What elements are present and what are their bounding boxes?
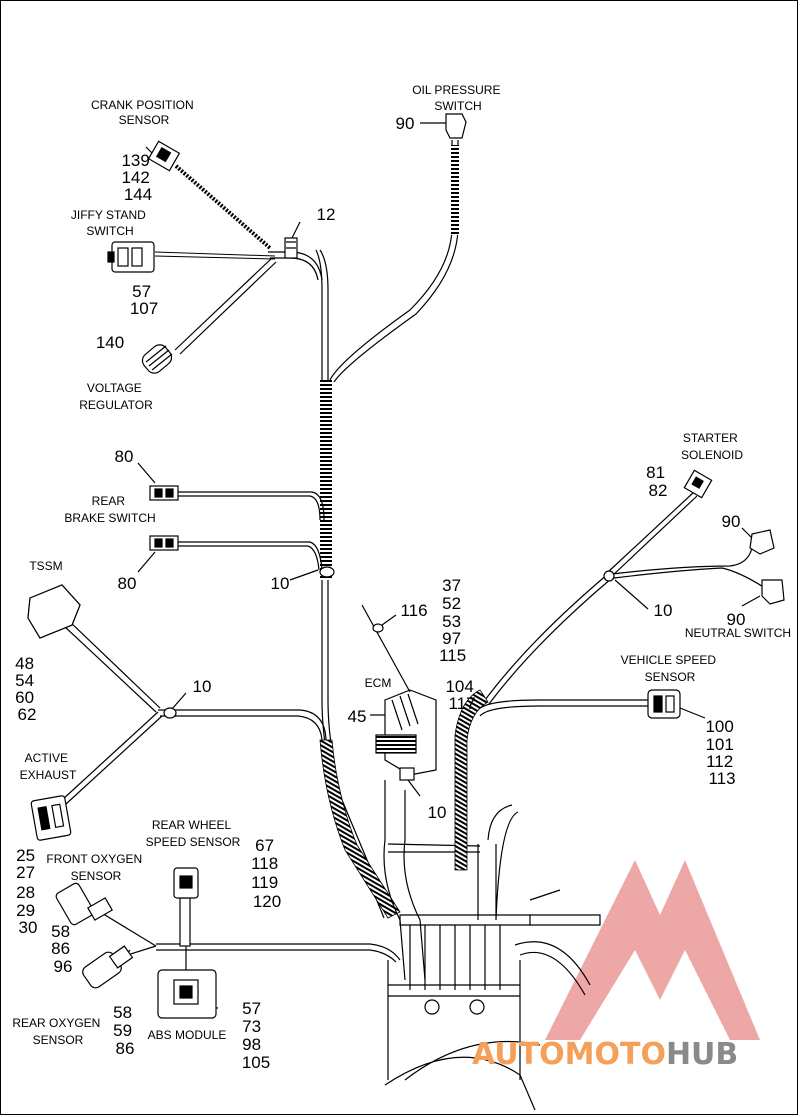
callout-brake-lower: 80	[118, 574, 137, 593]
callout-oil-pressure: 90	[396, 114, 415, 133]
brake-switch-wire-lower	[178, 541, 323, 571]
crank-position-sensor-connector	[147, 140, 181, 172]
callout-clip-left: 10	[193, 677, 212, 696]
crank-wire	[174, 164, 272, 250]
callout-clip-ecm: 10	[428, 803, 447, 822]
jiffy-stand-switch-label: JIFFY STAND SWITCH	[71, 208, 149, 238]
vehicle-speed-sensor-connector	[647, 689, 681, 719]
callout-brake-upper: 80	[115, 447, 134, 466]
abs-module-label: ABS MODULE	[148, 1028, 227, 1042]
vehicle-speed-sensor-label: VEHICLE SPEED SENSOR	[621, 653, 720, 684]
callout-rear-oxygen: 58 59 86	[113, 1003, 137, 1058]
voltage-regulator-connector	[141, 344, 173, 374]
front-oxygen-sensor-connector	[55, 882, 113, 926]
clip-mid	[319, 566, 335, 578]
neutral-switch-terminal-upper	[749, 529, 775, 555]
rear-oxygen-sensor-label: REAR OXYGEN SENSOR	[12, 1016, 103, 1047]
clip-left	[163, 707, 177, 719]
lower-harness-wire	[156, 943, 401, 961]
tssm-module	[27, 584, 81, 639]
conduit-lower	[319, 739, 401, 919]
rear-brake-switch-connector-lower	[149, 535, 179, 551]
callout-front-oxygen: 58 86 96	[51, 922, 75, 976]
callout-starter: 81 82	[646, 463, 670, 500]
callout-clip-right: 10	[654, 601, 673, 620]
callout-abs-module: 57 73 98 105	[242, 999, 270, 1072]
rear-oxygen-sensor-connector	[82, 945, 134, 989]
oil-pressure-switch-label: OIL PRESSURE SWITCH	[412, 83, 504, 113]
callout-clip-mid: 10	[271, 574, 290, 593]
tssm-label: TSSM	[29, 559, 62, 573]
front-oxygen-sensor-label: FRONT OXYGEN SENSOR	[46, 852, 145, 883]
rear-brake-switch-connector-upper	[149, 485, 179, 501]
right-branch-wire	[484, 573, 609, 701]
starter-solenoid-label: STARTER SOLENOID	[681, 431, 743, 462]
starter-solenoid-connector	[683, 469, 713, 499]
ecm-harness	[383, 780, 406, 981]
main-trunk	[319, 249, 391, 916]
rear-wheel-speed-sensor-label: REAR WHEEL SPEED SENSOR	[146, 818, 241, 849]
watermark-text: AUTOMOTOHUB	[472, 1037, 738, 1072]
conduit-upper	[320, 380, 332, 580]
clip-top	[284, 237, 298, 259]
oil-pressure-wire	[329, 140, 453, 381]
neutral-switch-terminal-lower	[761, 579, 785, 605]
callout-ecm: 45	[348, 707, 367, 726]
ecm-mount-strap	[361, 604, 411, 693]
left-branch-wire	[158, 709, 327, 741]
tssm-wire	[67, 619, 161, 709]
callout-vehicle-speed: 100 101 112 113	[705, 717, 738, 788]
bottom-bracket	[387, 960, 521, 1080]
active-exhaust-connector	[30, 795, 72, 841]
brake-switch-wire-upper	[178, 491, 325, 521]
watermark-logo	[545, 860, 760, 1040]
vehicle-speed-wire	[477, 699, 648, 711]
jiffy-stand-switch-connector	[107, 241, 155, 273]
voltage-regulator-label: VOLTAGE REGULATOR	[79, 381, 153, 412]
callout-ecm-mount: 116	[400, 601, 427, 620]
neutral-wire-lower	[613, 567, 766, 589]
voltage-regulator-wire	[174, 257, 273, 351]
rear-brake-switch-label: REAR BRAKE SWITCH	[64, 494, 155, 525]
callout-jiffy: 57 107	[130, 282, 158, 318]
callout-active-exhaust: 25 27 28 29 30	[16, 846, 40, 937]
starter-wire	[607, 491, 695, 573]
ecm-module	[375, 689, 437, 781]
crank-position-sensor-label: CRANK POSITION SENSOR	[91, 98, 197, 127]
callout-voltage-regulator: 140	[96, 333, 124, 352]
clip-right	[603, 570, 615, 582]
callout-ecm-refs: 37 52 53 97 115 104 117	[439, 576, 478, 713]
neutral-switch-label: NEUTRAL SWITCH	[685, 626, 791, 640]
callout-crank: 139 142 144	[121, 151, 154, 204]
right-conduit	[454, 689, 489, 871]
ecm-label: ECM	[365, 676, 392, 690]
rear-wheel-speed-sensor-connector	[173, 867, 199, 899]
neutral-wire-upper	[611, 547, 753, 575]
callout-neutral-upper: 90	[722, 512, 741, 531]
callout-clip-top: 12	[317, 205, 336, 224]
oil-pressure-switch-connector	[445, 113, 467, 139]
active-exhaust-label: ACTIVE EXHAUST	[20, 751, 77, 782]
callout-rear-wheel-speed: 67 118 119 120	[251, 836, 283, 911]
front-oxygen-wire	[99, 911, 157, 947]
active-exhaust-wire	[61, 711, 159, 801]
callout-neutral-lower: 90	[727, 610, 746, 629]
abs-module	[157, 969, 217, 1019]
callout-tssm: 48 54 60 62	[15, 654, 39, 724]
jiffy-wire	[154, 251, 276, 257]
